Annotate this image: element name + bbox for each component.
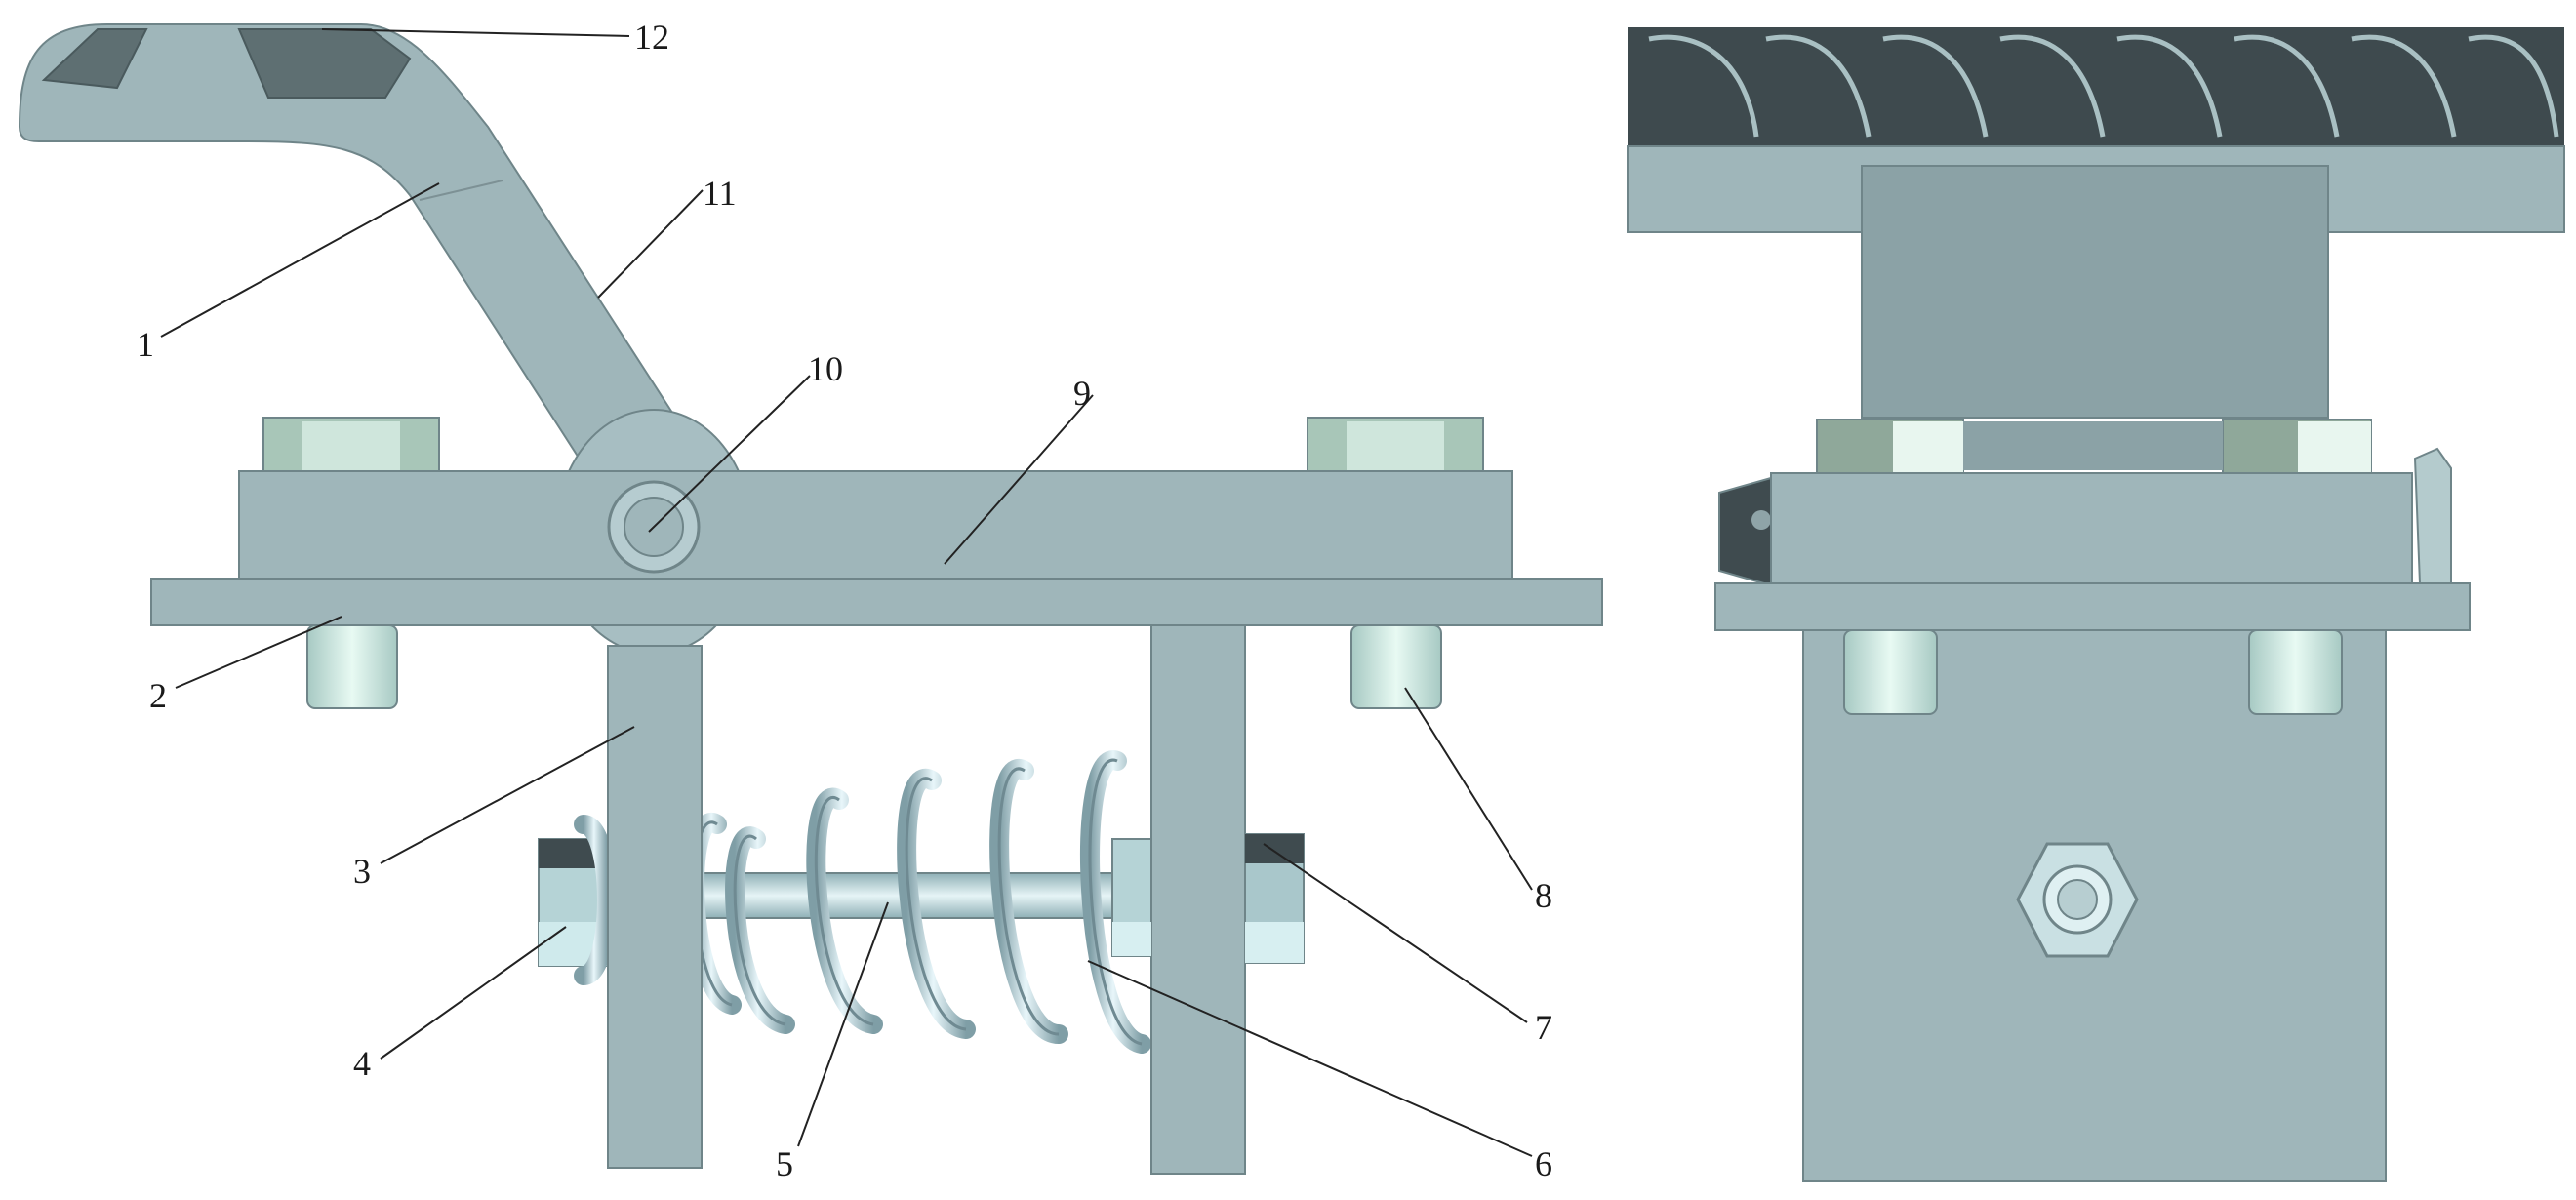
hex-nut-right [1244,833,1305,964]
top-block [238,470,1513,581]
tread-pad-right [237,28,412,99]
leader-11 [597,189,704,299]
callout-1: 1 [137,325,154,364]
right-leg [1150,624,1246,1175]
upper-column [1861,165,2329,419]
right-bolt-shank-right [2248,629,2343,715]
leader-12 [321,28,630,37]
pedal-arm [18,23,685,470]
callout-5: 5 [776,1144,793,1183]
callout-6: 6 [1535,1144,1552,1183]
leader-1 [160,182,440,338]
leader-7 [1263,843,1528,1023]
top-nut-right [1307,417,1484,472]
hex-nut-right-inner [1111,838,1152,957]
leader-9 [944,394,1094,565]
tread-teeth [1648,34,2559,138]
bolt-shank-left [306,624,398,709]
leader-6 [1087,960,1533,1157]
left-view [18,23,1603,1175]
left-leg [607,645,703,1169]
tread-top-band [1628,27,2564,154]
side-pin-left [1718,476,1772,587]
leader-lines [160,28,1533,1157]
bolt-shank-right [1350,624,1442,709]
leader-2 [175,616,342,689]
right-base-plate [1714,582,2471,631]
callout-2: 2 [149,676,167,715]
callout-12: 12 [634,18,669,57]
neck [1963,421,2223,470]
leader-3 [380,726,635,864]
arm-seam [419,180,503,201]
callout-11: 11 [703,174,737,213]
top-nut-left [262,417,440,472]
callout-3: 3 [353,852,371,891]
leader-8 [1404,687,1533,891]
side-tab-right [2413,447,2452,587]
right-bolt-shank-left [1843,629,1938,715]
right-hex-nut [2016,842,2139,958]
callout-labels: 1 2 3 4 5 6 7 8 9 10 11 12 [137,18,1552,1183]
leader-5 [797,901,889,1147]
leader-10 [648,375,811,533]
coil-spring-outline [693,758,1143,1046]
callout-8: 8 [1535,876,1552,915]
base-plate [150,578,1603,626]
callout-9: 9 [1073,374,1091,413]
right-block [1770,472,2413,584]
tread-pad-left [41,28,148,90]
leader-4 [380,926,567,1060]
right-top-nut-left [1816,419,1964,474]
callout-10: 10 [808,349,843,388]
right-view [1627,27,2565,1182]
callout-7: 7 [1535,1008,1552,1047]
callout-4: 4 [353,1044,371,1083]
right-top-nut-right [2222,419,2372,474]
